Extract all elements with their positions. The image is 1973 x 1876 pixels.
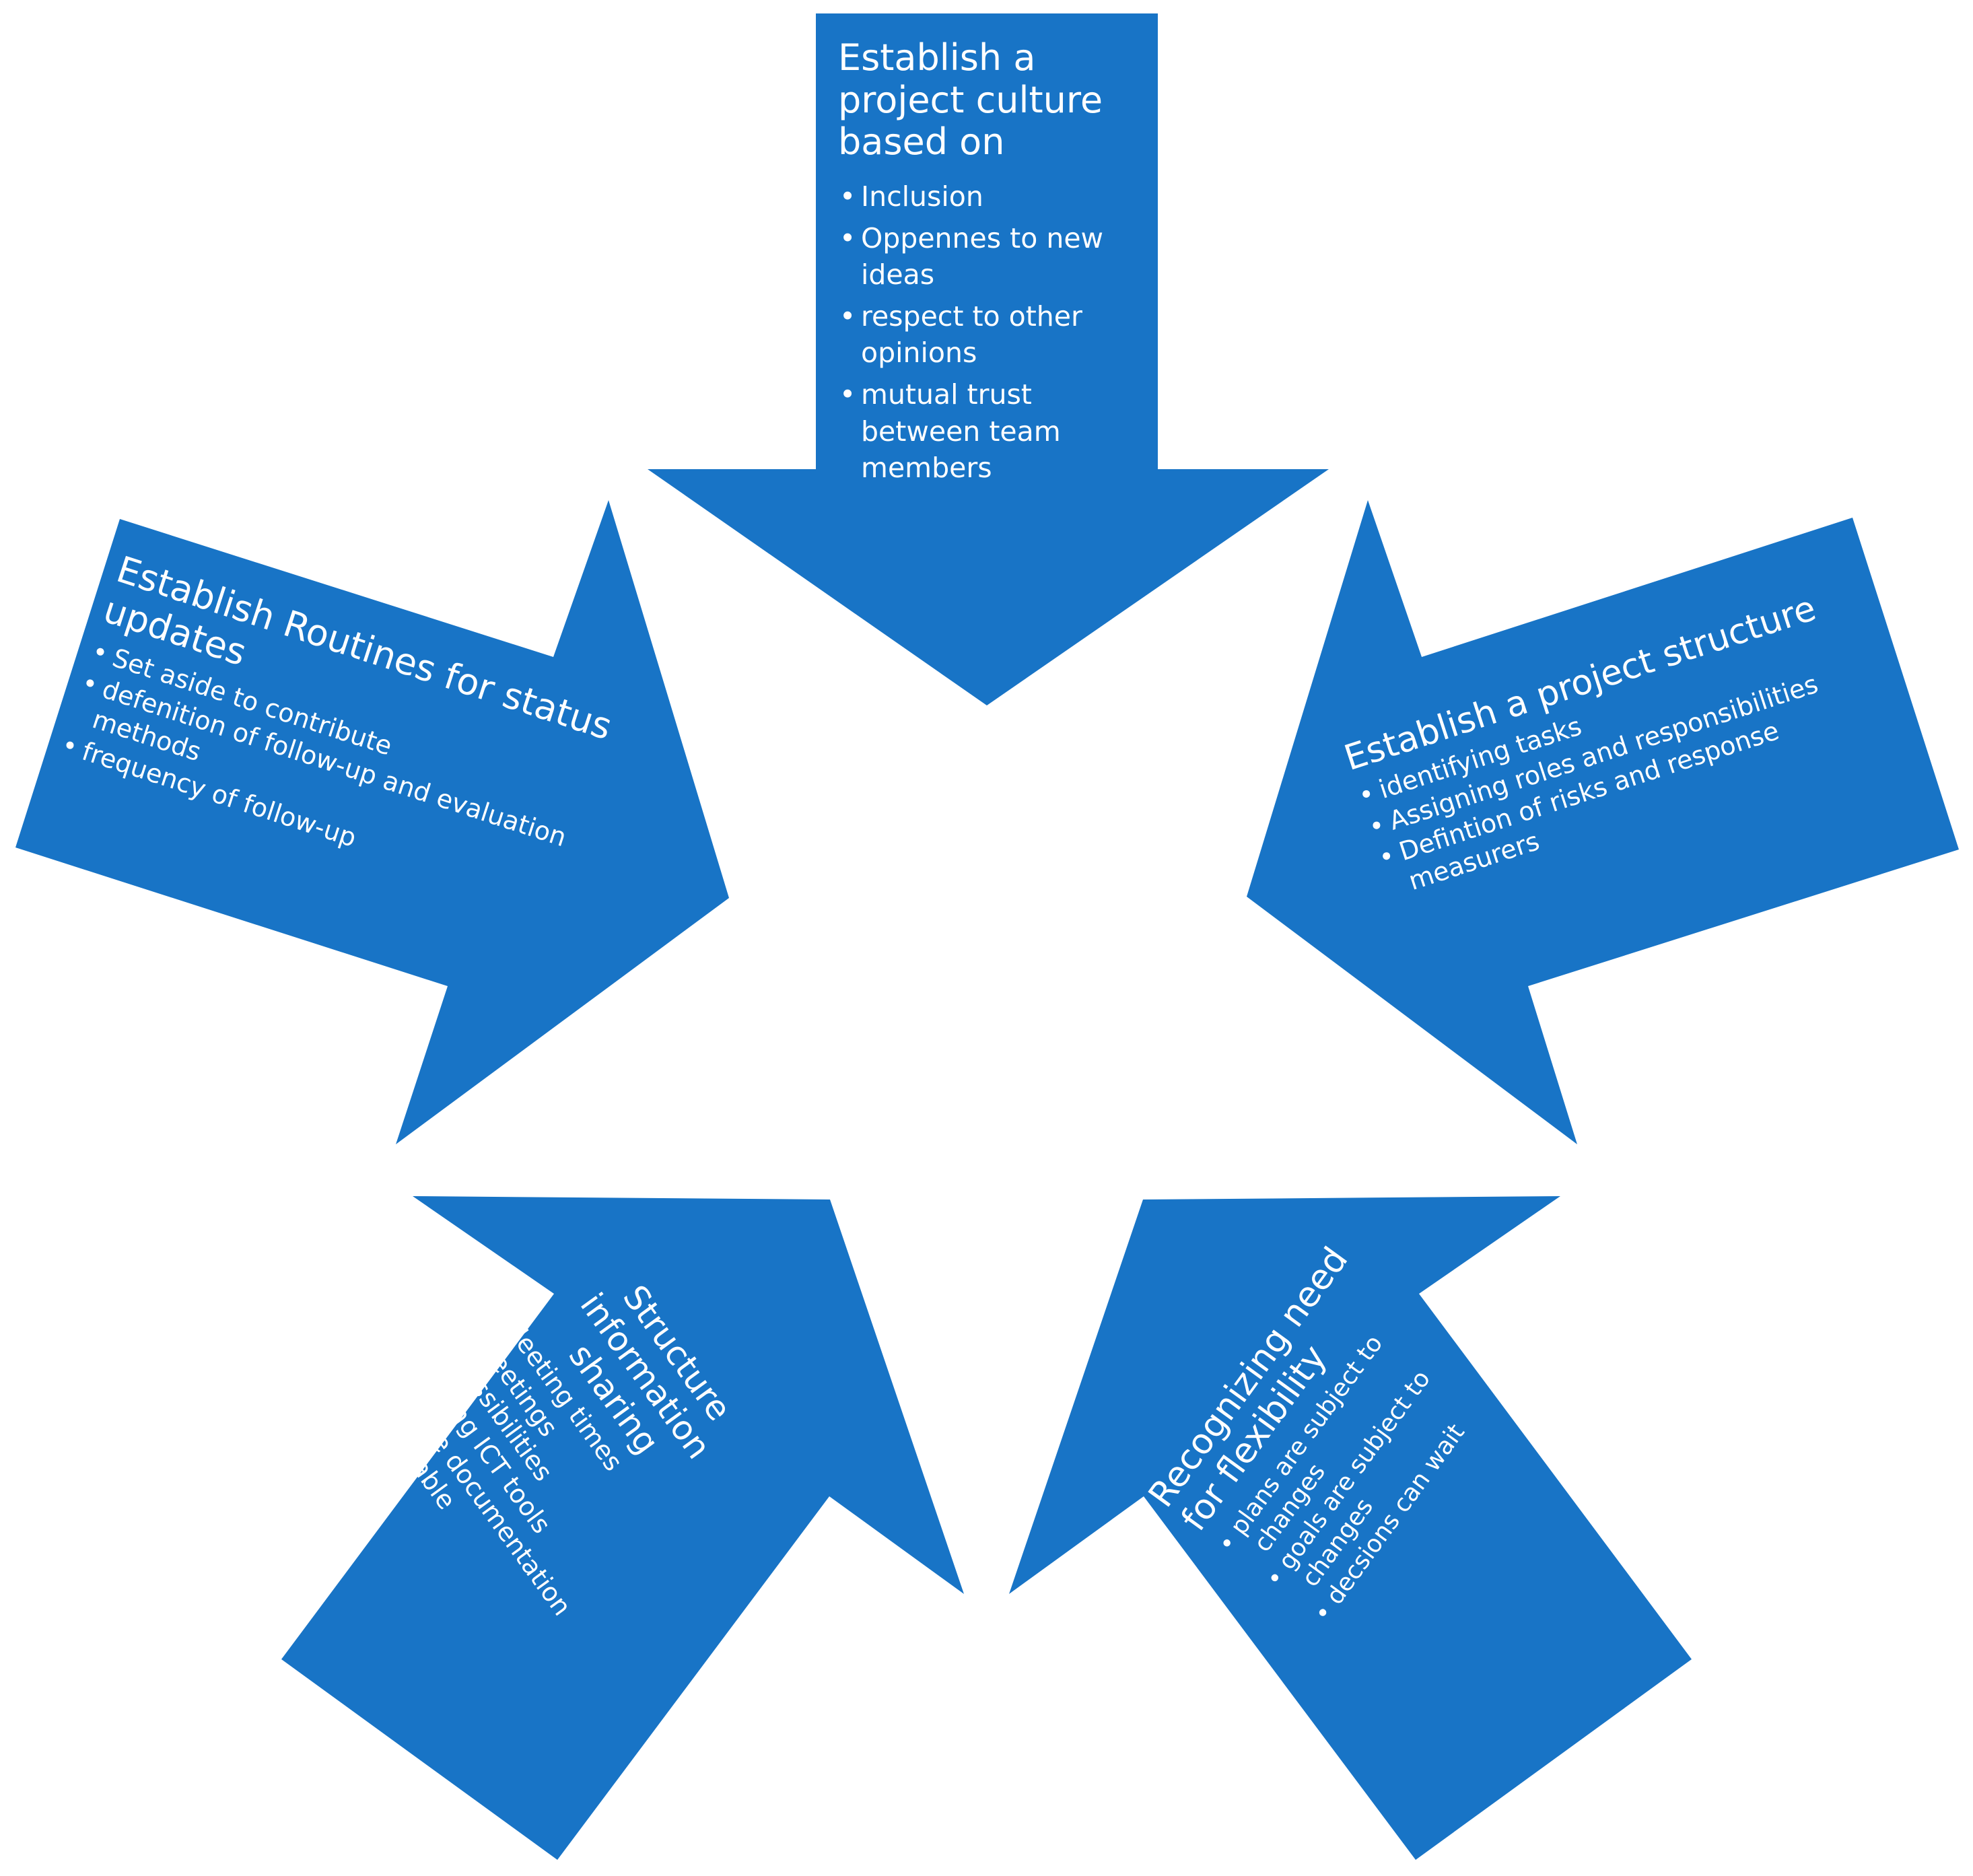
list-item: Oppennes to new ideas [838, 220, 1154, 293]
arrow-top-content: Establish a project culture based on Inc… [838, 36, 1154, 491]
arrow-top-list: Inclusion Oppennes to new ideas respect … [838, 178, 1154, 486]
list-item: Inclusion [838, 178, 1154, 215]
list-item: respect to other opinions [838, 298, 1154, 371]
list-item: mutual trust between team members [838, 376, 1154, 485]
arrow-top-title: Establish a project culture based on [838, 36, 1103, 164]
